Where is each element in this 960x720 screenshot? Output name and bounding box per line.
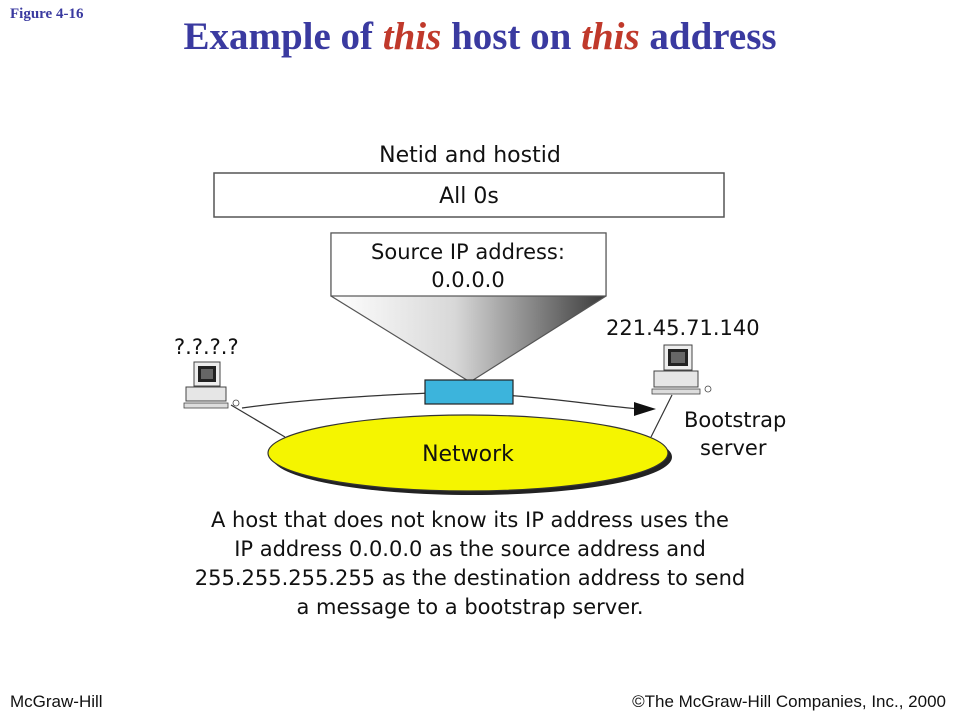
caption-line-2: IP address 0.0.0.0 as the source address… [234, 537, 706, 561]
server-computer-icon [651, 344, 712, 395]
network-label: Network [422, 442, 514, 467]
message-arrowhead [634, 402, 656, 416]
unknown-host-ip: ?.?.?.? [174, 335, 239, 359]
title-part-3: address [639, 15, 777, 58]
server-label-line-2: server [700, 436, 767, 460]
caption-line-4: a message to a bootstrap server. [296, 595, 643, 619]
caption-line-1: A host that does not know its IP address… [211, 508, 729, 532]
caption-line-3: 255.255.255.255 as the destination addre… [195, 566, 745, 590]
host-network-link [230, 404, 286, 438]
all-zeros-label: All 0s [439, 184, 499, 209]
netid-hostid-label: Netid and hostid [379, 143, 561, 168]
source-ip-label: Source IP address: [371, 240, 565, 264]
title-emphasis-2: this [581, 15, 640, 58]
host-computer-icon [183, 361, 240, 409]
network-ellipse [267, 414, 669, 492]
title-emphasis-1: this [382, 15, 442, 58]
source-ip-value: 0.0.0.0 [431, 268, 504, 292]
title-part-2: host on [441, 15, 582, 58]
footer-copyright: ©The McGraw-Hill Companies, Inc., 2000 [632, 692, 946, 711]
server-ip: 221.45.71.140 [606, 316, 760, 340]
server-network-link [650, 394, 673, 438]
page-title: Example of this host on this address [0, 14, 960, 59]
server-label-line-1: Bootstrap [684, 408, 786, 432]
address-field-box [213, 172, 725, 218]
figure-label: Figure 4-16 [10, 6, 84, 22]
packet [424, 379, 514, 405]
footer-publisher: McGraw-Hill [10, 692, 103, 711]
title-part-1: Example of [183, 15, 383, 58]
source-ip-callout-box [330, 232, 607, 297]
